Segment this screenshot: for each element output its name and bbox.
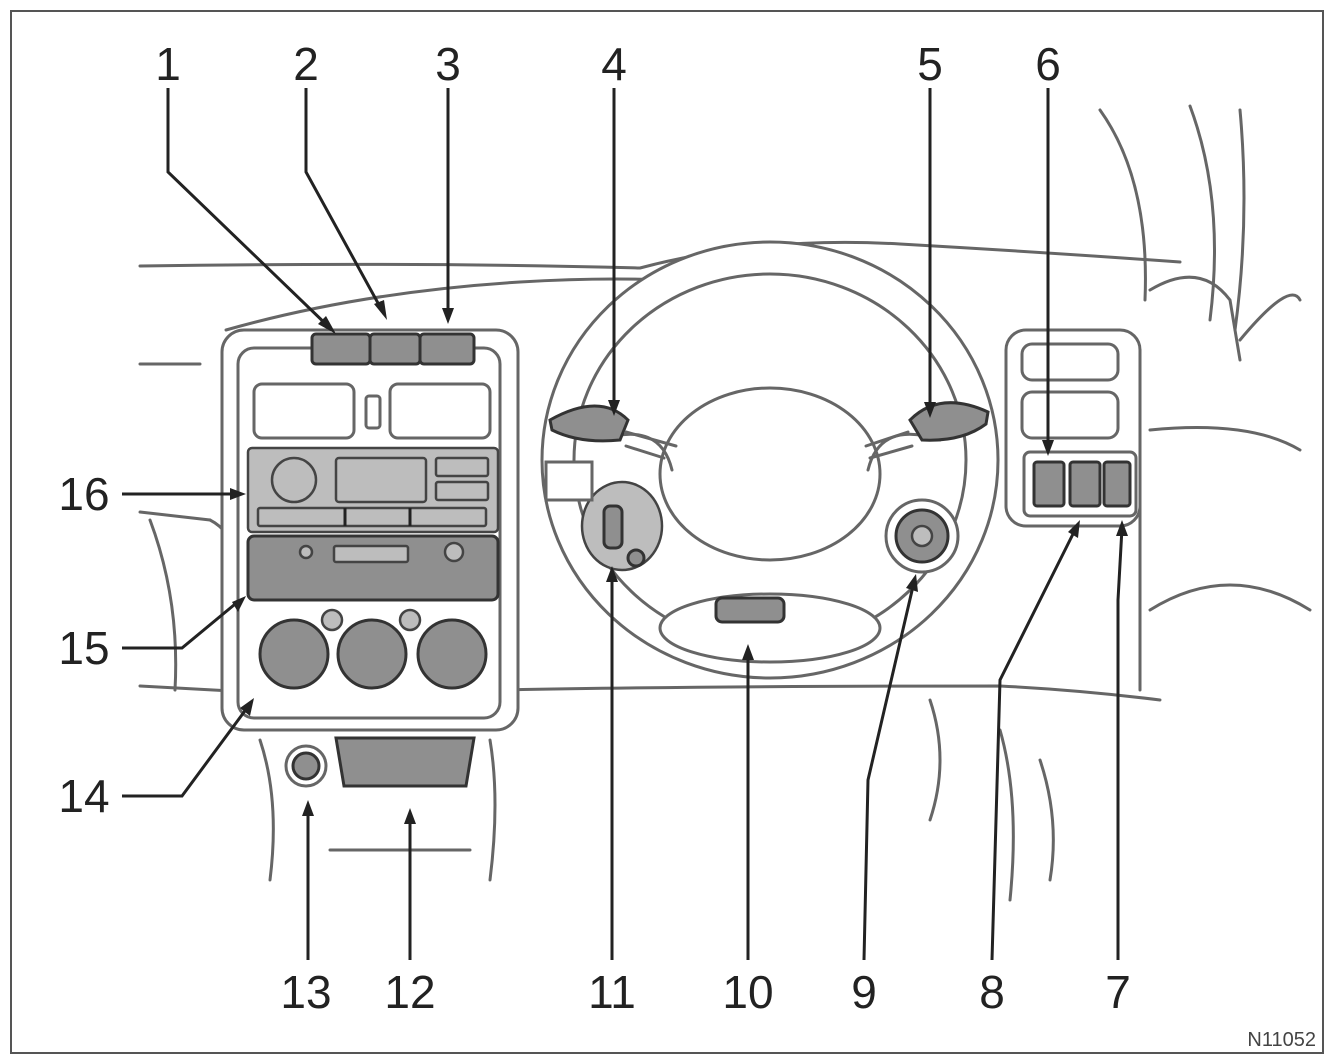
figure-code: N11052 — [1247, 1029, 1316, 1051]
audio-unit — [248, 448, 498, 532]
callout-8: 8 — [979, 966, 1005, 1018]
callout-11: 11 — [588, 966, 636, 1018]
switch-3 — [420, 334, 474, 364]
switch-7 — [1104, 462, 1130, 506]
callout-9: 9 — [851, 966, 877, 1018]
callout-16: 16 — [58, 468, 109, 520]
steering-pad-switch — [716, 598, 784, 622]
callout-5: 5 — [917, 38, 943, 90]
callout-4: 4 — [601, 38, 627, 90]
callout-13: 13 — [280, 966, 331, 1018]
top-switch-row — [312, 334, 474, 364]
switch-8 — [1070, 462, 1100, 506]
callout-7: 7 — [1105, 966, 1131, 1018]
callout-3: 3 — [435, 38, 461, 90]
callout-2: 2 — [293, 38, 319, 90]
callout-10: 10 — [722, 966, 773, 1018]
callout-14: 14 — [58, 770, 109, 822]
callout-6: 6 — [1035, 38, 1061, 90]
callout-12: 12 — [384, 966, 435, 1018]
switch-6 — [1034, 462, 1064, 506]
right-panel — [1006, 330, 1140, 526]
callout-1: 1 — [155, 38, 181, 90]
callout-15: 15 — [58, 622, 109, 674]
heater-controls — [260, 610, 486, 688]
switch-1 — [312, 334, 370, 364]
switch-2 — [370, 334, 420, 364]
cassette-unit — [248, 536, 498, 600]
lower-console — [286, 738, 474, 786]
